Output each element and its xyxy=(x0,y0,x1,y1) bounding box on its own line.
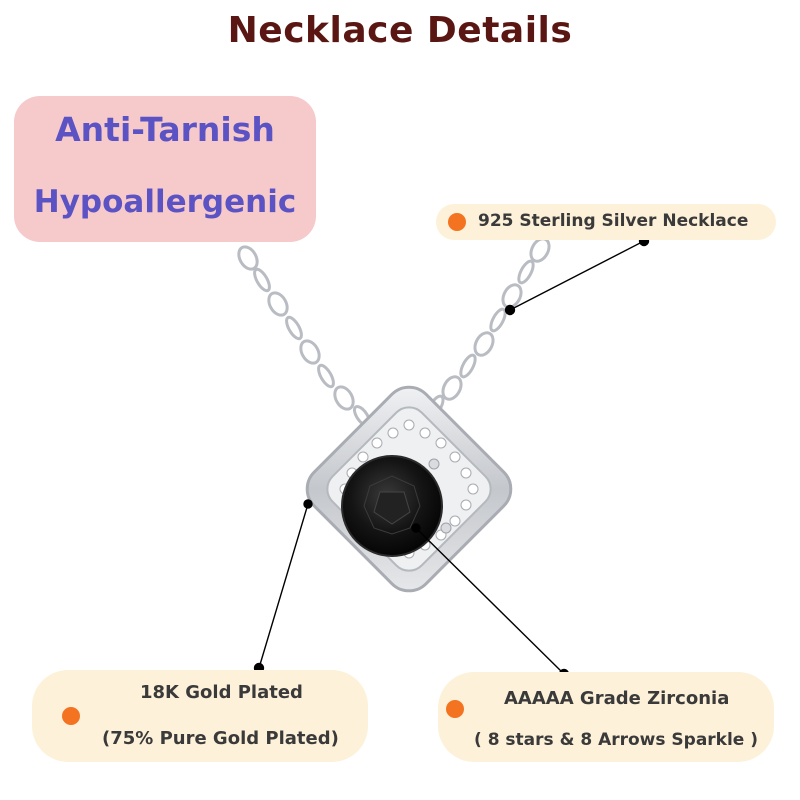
callout-stone-line1: AAAAA Grade Zirconia xyxy=(504,688,730,709)
page-title: Necklace Details xyxy=(227,10,573,51)
bullet-dot-icon xyxy=(448,213,466,231)
bullet-dot-icon xyxy=(446,700,464,718)
feature-badge: Anti-Tarnish Hypoallergenic xyxy=(14,96,316,242)
chain-left xyxy=(237,245,372,427)
bullet-dot-icon xyxy=(62,707,80,725)
badge-anti-tarnish: Anti-Tarnish xyxy=(55,110,275,149)
callout-chain: 925 Sterling Silver Necklace xyxy=(436,204,776,240)
callout-plating: 18K Gold Plated (75% Pure Gold Plated) xyxy=(32,670,368,762)
pendant xyxy=(305,385,513,593)
callout-plating-line1: 18K Gold Plated xyxy=(140,682,303,703)
callout-stone-line2: ( 8 stars & 8 Arrows Sparkle ) xyxy=(474,730,759,750)
callout-stone: AAAAA Grade Zirconia ( 8 stars & 8 Arrow… xyxy=(438,672,774,762)
callout-chain-text: 925 Sterling Silver Necklace xyxy=(478,211,749,231)
leader-lines xyxy=(253,235,650,680)
badge-hypoallergenic: Hypoallergenic xyxy=(33,184,297,220)
callout-plating-line2: (75% Pure Gold Plated) xyxy=(102,728,339,749)
chain-right xyxy=(427,237,551,418)
